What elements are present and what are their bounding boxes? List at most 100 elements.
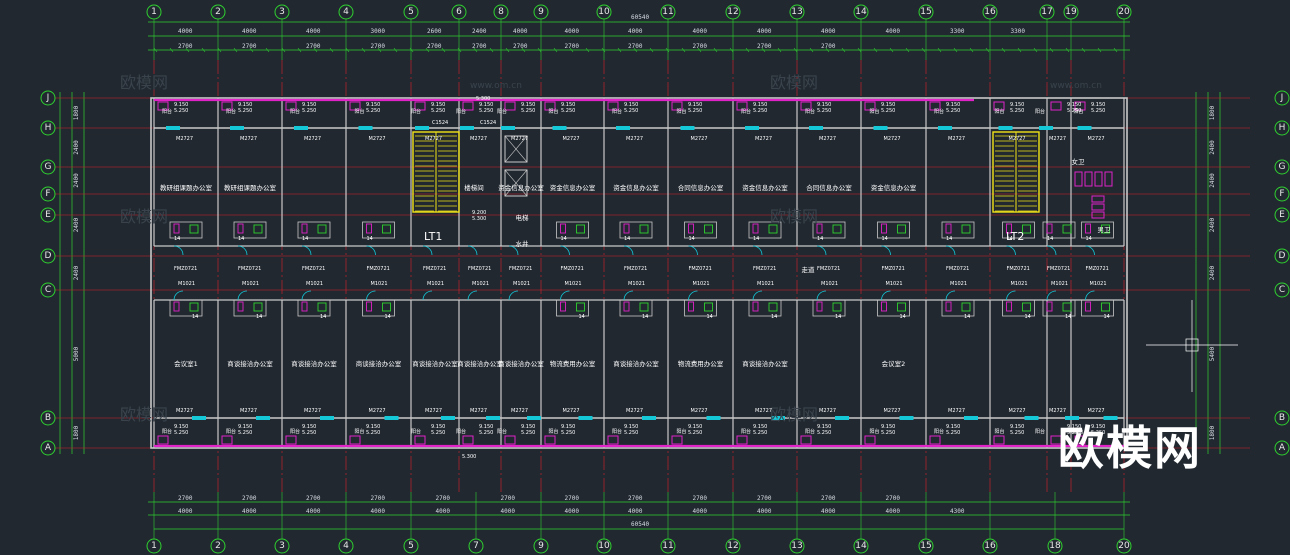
detail-dimension: 2700 — [757, 43, 772, 50]
door-swing — [1046, 290, 1057, 301]
axis-top-label-circle — [338, 4, 354, 20]
balcony-label: 阳台 — [290, 108, 300, 115]
door-label: M1021 — [628, 281, 645, 287]
elevation-label: 5.250 — [688, 108, 702, 114]
bath-fixture — [768, 302, 778, 312]
door-swing — [688, 290, 698, 301]
axis-bottom-label-circle — [596, 538, 612, 554]
elevation-label: 5.250 — [946, 430, 960, 436]
door-label: M1021 — [565, 281, 582, 287]
balcony-column — [671, 101, 683, 111]
axis-left-label-circle — [40, 282, 56, 298]
dimension-tick — [473, 47, 478, 53]
balcony-column — [221, 435, 233, 445]
axis-left-label-circle — [40, 440, 56, 456]
elevation-label: 5.300 — [476, 96, 490, 102]
room-code: 14 — [753, 236, 759, 242]
dimension-tick — [569, 47, 574, 53]
bathroom-unit — [684, 299, 717, 317]
door-label: FMZ0721 — [689, 266, 712, 272]
balcony-column — [736, 101, 748, 111]
toilet-fixture — [1084, 171, 1093, 187]
axis-bottom-label: 11 — [662, 541, 673, 551]
room-code: 14 — [579, 314, 585, 320]
stair-hall-label: 楼梯间 — [464, 183, 484, 192]
bathroom-unit — [941, 299, 975, 317]
door-label: M1021 — [178, 281, 195, 287]
bathroom-unit — [684, 221, 717, 239]
door-label: M1021 — [371, 281, 388, 287]
axis-top-label-circle — [853, 4, 869, 20]
water-well-label: 水井 — [516, 239, 530, 248]
axis-bottom-label-circle — [403, 538, 419, 554]
axis-right-label-circle — [1274, 410, 1290, 426]
window-north — [460, 126, 474, 130]
elevation-label: 5.250 — [302, 108, 316, 114]
top-dimension: 4000 — [628, 28, 643, 35]
elevation-label: 9.150 — [753, 102, 767, 108]
door-swing — [422, 290, 433, 301]
left-dimension: 2400 — [73, 173, 80, 188]
axis-left-label: C — [45, 285, 51, 295]
dimension-tick — [1113, 47, 1118, 53]
room-code: 14 — [174, 236, 180, 242]
detail-dimension: 2700 — [178, 43, 193, 50]
detail-dimension: 2700 — [693, 43, 708, 50]
balcony-label: 阳台 — [741, 108, 751, 115]
axis-top-label: 17 — [1041, 7, 1052, 17]
balcony-label: 阳台 — [162, 108, 172, 115]
balcony-label: 阳台 — [1035, 108, 1045, 115]
window-label: C1524 — [480, 120, 496, 126]
bath-fixture — [1006, 223, 1012, 234]
bathroom-unit — [362, 299, 395, 317]
door-label: FMZ0721 — [174, 266, 197, 272]
door-label: M2727 — [369, 136, 386, 142]
balcony-label: 阳台 — [456, 428, 466, 435]
bath-fixture — [704, 224, 713, 234]
balcony-column — [607, 435, 619, 445]
dimension-tick — [649, 47, 654, 53]
door-swing — [945, 245, 956, 256]
bath-fixture — [832, 302, 842, 312]
axis-right-label: C — [1279, 285, 1285, 295]
door-label: FMZ0721 — [468, 266, 491, 272]
room-code: 14 — [192, 314, 198, 320]
door-swing — [623, 290, 634, 301]
axis-right-label: B — [1279, 413, 1285, 423]
room-code: 14 — [707, 314, 713, 320]
axis-bottom-label-circle — [274, 538, 290, 554]
axis-bottom-label-circle — [789, 538, 805, 554]
dimension-tick — [681, 47, 686, 53]
door-label: M2727 — [304, 136, 321, 142]
room-name-south: 商谈接洽办公室 — [457, 359, 503, 368]
room-name-south: 会议室2 — [882, 359, 906, 368]
balcony-column — [349, 435, 361, 445]
bathroom-unit — [297, 299, 331, 317]
balcony-column — [285, 435, 297, 445]
door-swing — [173, 290, 184, 301]
door-swing — [508, 245, 519, 256]
dimension-tick — [1097, 47, 1102, 53]
bath-fixture — [816, 301, 823, 312]
dimension-tick — [841, 47, 846, 53]
window-south — [384, 416, 399, 420]
left-dimension: 1800 — [73, 105, 80, 120]
room-code: 14 — [256, 314, 262, 320]
axis-bottom-label: 13 — [791, 541, 802, 551]
door-label: M2727 — [626, 136, 643, 142]
window-south — [256, 416, 270, 420]
axis-left-label: E — [45, 210, 51, 220]
elevation-label: 9.150 — [946, 424, 960, 430]
balcony-column — [221, 101, 233, 111]
elevation-label: 5.250 — [431, 430, 445, 436]
axis-top-label: 6 — [456, 7, 462, 17]
balcony-label: 阳台 — [934, 428, 944, 435]
dimension-tick — [361, 47, 366, 53]
axis-bottom-label: 18 — [1049, 541, 1061, 551]
window-north — [230, 126, 244, 130]
axis-right-label: H — [1279, 123, 1286, 133]
bottom-dimension: 4000 — [371, 508, 386, 515]
window-south — [642, 416, 656, 420]
axis-left-label-circle — [40, 120, 56, 136]
door-label: M2727 — [369, 408, 386, 414]
